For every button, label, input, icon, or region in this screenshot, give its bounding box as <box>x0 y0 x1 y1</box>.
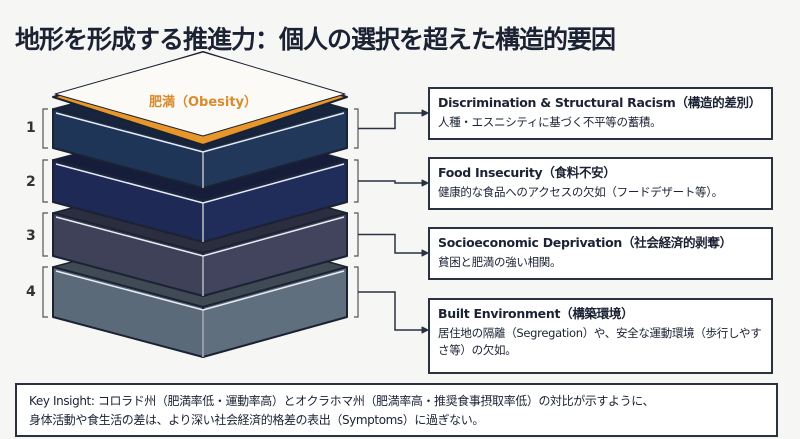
key-insight-box: Key Insight: コロラド州（肥満率低・運動率高）とオクラホマ州（肥満率… <box>15 383 778 437</box>
factor-heading: Food Insecurity（食料不安） <box>438 165 616 180</box>
arrow-head-icon <box>421 179 429 187</box>
arrow-head-icon <box>421 249 429 257</box>
page-title: 地形を形成する推進力：個人の選択を超えた構造的要因 <box>15 25 616 54</box>
left-bracket <box>42 266 48 318</box>
layer-number-3: 3 <box>26 228 36 244</box>
factor-box-discrimination: Discrimination & Structural Racism（構造的差別… <box>428 87 773 140</box>
factor-box-socioeconomic: Socioeconomic Deprivation（社会経済的剥奪） 貧困と肥満… <box>428 227 773 280</box>
left-bracket <box>42 212 48 257</box>
left-bracket <box>42 159 48 203</box>
obesity-top-face <box>54 51 346 137</box>
right-bracket <box>354 108 359 149</box>
factor-description: 貧困と肥満の強い相関。 <box>438 255 562 269</box>
layer-number-1: 1 <box>26 120 36 136</box>
factor-heading: Discrimination & Structural Racism（構造的差別… <box>438 95 761 110</box>
right-bracket <box>354 212 359 257</box>
right-bracket <box>354 159 359 203</box>
insight-line-2: 身体活動や食生活の差は、より深い社会経済的格差の表出（Symptoms）に過ぎな… <box>29 413 484 427</box>
layer-number-2: 2 <box>26 174 36 190</box>
left-bracket <box>42 108 48 149</box>
connector-line <box>358 233 424 254</box>
factor-box-built-environment: Built Environment（構築環境） 居住地の隔離（Segregati… <box>428 298 773 374</box>
connector-line <box>358 180 424 184</box>
factor-box-food-insecurity: Food Insecurity（食料不安） 健康的な食品へのアクセスの欠如（フー… <box>428 157 773 210</box>
factor-description: 居住地の隔離（Segregation）や、安全な運動環境（歩行しやすさ等）の欠如… <box>438 326 762 357</box>
insight-line-1: Key Insight: コロラド州（肥満率低・運動率高）とオクラホマ州（肥満率… <box>29 394 655 408</box>
arrow-head-icon <box>421 326 429 334</box>
factor-heading: Built Environment（構築環境） <box>438 306 634 321</box>
arrow-head-icon <box>421 109 429 117</box>
right-bracket <box>354 266 359 318</box>
connector-line <box>358 112 424 130</box>
obesity-label: 肥満（Obesity） <box>149 94 257 110</box>
factor-description: 健康的な食品へのアクセスの欠如（フードデザート等）。 <box>438 185 723 199</box>
factor-description: 人種・エスニシティに基づく不平等の蓄積。 <box>438 115 662 129</box>
layer-number-4: 4 <box>26 284 36 300</box>
factor-heading: Socioeconomic Deprivation（社会経済的剥奪） <box>438 235 732 250</box>
connector-line <box>358 291 424 331</box>
